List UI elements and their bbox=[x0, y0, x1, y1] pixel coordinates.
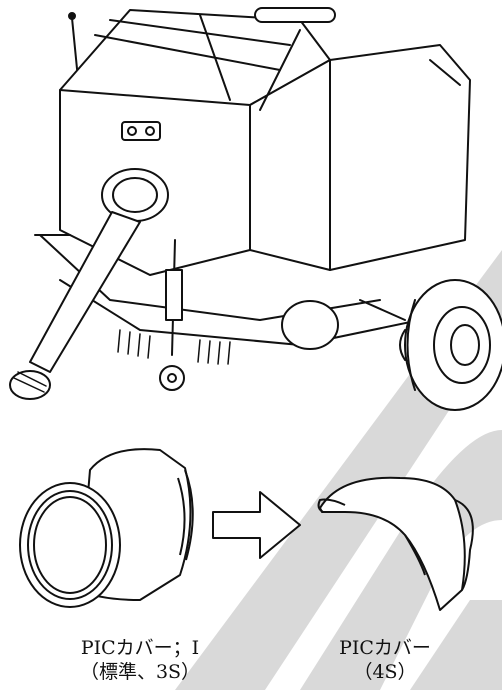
caption-pic-cover-standard: PICカバー；I （標準、3S） bbox=[40, 636, 240, 684]
pic-cover-standard-illustration bbox=[19, 448, 194, 608]
caption-line: PICカバー；I bbox=[80, 637, 200, 659]
pic-cover-4s-illustration bbox=[317, 476, 474, 611]
caption-line: （標準、3S） bbox=[79, 661, 201, 683]
baler-machine-illustration bbox=[9, 7, 502, 411]
caption-line: PICカバー bbox=[339, 637, 431, 659]
caption-line: （4S） bbox=[353, 661, 417, 683]
caption-pic-cover-4s: PICカバー （4S） bbox=[300, 636, 470, 684]
right-arrow-icon bbox=[212, 491, 301, 559]
